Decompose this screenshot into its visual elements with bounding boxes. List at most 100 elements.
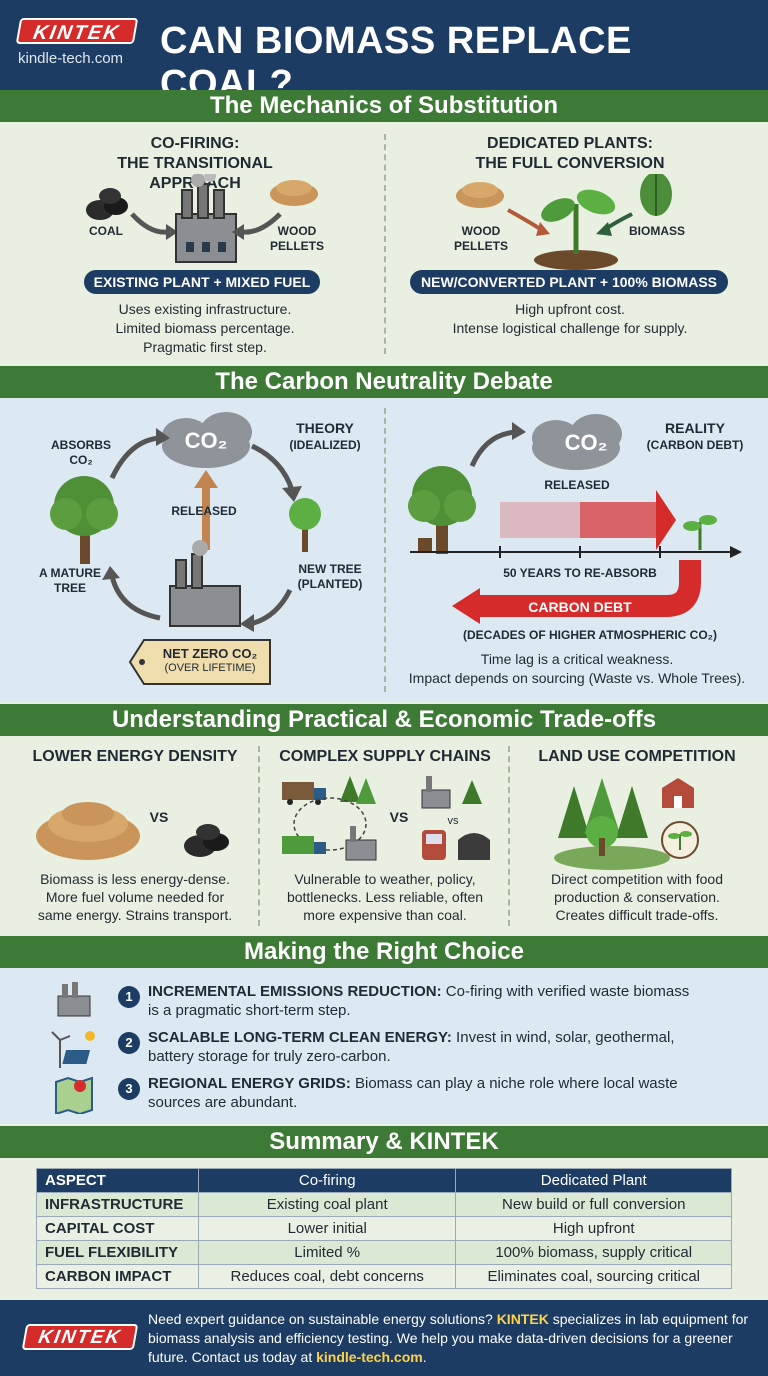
truck-icon — [282, 836, 326, 854]
factory-icon — [421, 776, 451, 809]
label-50-years: 50 YEARS TO RE-ABSORB — [503, 566, 657, 580]
label-wood-pellets: WOOD PELLETS — [269, 224, 324, 253]
section-title-carbon: The Carbon Neutrality Debate — [0, 366, 768, 398]
divider — [508, 746, 510, 926]
dedicated-badge: NEW/CONVERTED PLANT + 100% BIOMASS — [410, 270, 728, 294]
vs-label-small: vs — [447, 815, 459, 827]
wood-pellets-icon — [456, 182, 504, 208]
wood-pellets-icon — [36, 802, 140, 860]
footer-text: Need expert guidance on sustainable ener… — [148, 1311, 749, 1365]
choice-section: 1 INCREMENTAL EMISSIONS REDUCTION: Co-fi… — [0, 968, 768, 1124]
cofiring-badge: EXISTING PLANT + MIXED FUEL — [84, 270, 320, 294]
table-header: Dedicated Plant — [455, 1168, 732, 1193]
tradeoff-desc-energy: Biomass is less energy-dense. More fuel … — [37, 871, 233, 923]
tradeoffs-section: LOWER ENERGY DENSITY VS Biomass is less … — [0, 736, 768, 934]
cofiring-illustration — [86, 174, 318, 263]
vs-label: VS — [389, 809, 409, 825]
section-title-summary: Summary & KINTEK — [0, 1126, 768, 1158]
table-cell: 100% biomass, supply critical — [455, 1240, 732, 1265]
barn-icon — [662, 778, 694, 808]
price-tag-icon — [128, 639, 271, 685]
cut-tree-icon — [408, 466, 476, 554]
choice-text: SCALABLE LONG-TERM CLEAN ENERGY: Invest … — [148, 1029, 675, 1065]
table-header: Co-firing — [197, 1168, 457, 1193]
table-header-row: ASPECT Co-firing Dedicated Plant — [36, 1168, 732, 1193]
footer-link[interactable]: kindle-tech.com — [316, 1349, 423, 1365]
dedicated-illustration — [456, 174, 672, 270]
label-reality: REALITY (CARBON DEBT) — [646, 420, 744, 452]
label-decades: (DECADES OF HIGHER ATMOSPHERIC CO₂) — [462, 628, 717, 642]
label-biomass: BIOMASS — [628, 224, 685, 238]
label-wood-pellets-2: WOOD PELLETS — [453, 224, 508, 253]
table-cell: Existing coal plant — [197, 1192, 457, 1217]
choice-text: REGIONAL ENERGY GRIDS: Biomass can play … — [148, 1075, 678, 1111]
table-row: INFRASTRUCTURE Existing coal plant New b… — [36, 1192, 732, 1217]
factory-icon — [175, 174, 237, 263]
arrow-right-icon — [656, 490, 676, 550]
map-pin-icon — [55, 1076, 93, 1114]
table-row: CARBON IMPACT Reduces coal, debt concern… — [36, 1264, 732, 1289]
table-header: ASPECT — [36, 1168, 199, 1193]
train-icon — [422, 830, 446, 860]
table-cell: High upfront — [455, 1216, 732, 1241]
label-absorbs-co2: ABSORBS CO₂ — [50, 438, 111, 467]
supply-chain-illustration — [282, 776, 490, 861]
divider — [384, 408, 386, 692]
section-title-mechanics: The Mechanics of Substitution — [0, 90, 768, 122]
tradeoff-title-supply: COMPLEX SUPPLY CHAINS — [279, 748, 491, 765]
footer-brand: KINTEK — [496, 1311, 549, 1327]
arrow-icon — [109, 435, 161, 480]
table-row: CAPITAL COST Lower initial High upfront — [36, 1216, 732, 1241]
table-cell: CAPITAL COST — [36, 1216, 199, 1241]
table-row: FUEL FLEXIBILITY Limited % 100% biomass,… — [36, 1240, 732, 1265]
section-title-tradeoffs: Understanding Practical & Economic Trade… — [0, 704, 768, 736]
carbon-section: ABSORBS CO₂ CO₂ THEORY (IDEALIZED) RELEA… — [0, 398, 768, 702]
forest-icon — [340, 776, 376, 804]
tradeoff-title-land: LAND USE COMPETITION — [538, 748, 736, 765]
cofiring-title: CO-FIRING: THE TRANSITIONAL APPROACH — [117, 135, 273, 192]
header-bar: KINTEK kindle-tech.com CAN BIOMASS REPLA… — [0, 0, 768, 105]
step-number: 3 — [118, 1078, 140, 1100]
choice-item: 1 INCREMENTAL EMISSIONS REDUCTION: Co-fi… — [50, 982, 750, 1026]
factory-icon — [169, 540, 241, 627]
kintek-logo[interactable]: KINTEK — [15, 18, 139, 44]
arrow-left-icon — [452, 588, 480, 624]
mine-icon — [458, 833, 490, 860]
land-use-illustration — [554, 778, 699, 870]
cofiring-description: Uses existing infrastructure. Limited bi… — [115, 301, 295, 355]
table-cell: Reduces coal, debt concerns — [197, 1264, 457, 1289]
mature-tree-icon — [50, 476, 118, 564]
factory-icon — [57, 982, 91, 1017]
step-number: 1 — [118, 986, 140, 1008]
factory-icon — [345, 826, 377, 861]
header-url[interactable]: kindle-tech.com — [18, 50, 124, 67]
arrow-icon — [130, 212, 169, 235]
theory-cycle-illustration — [50, 412, 321, 685]
wind-solar-icon — [51, 1031, 95, 1068]
table-cell: Eliminates coal, sourcing critical — [455, 1264, 732, 1289]
divider — [258, 746, 260, 926]
table-cell: New build or full conversion — [455, 1192, 732, 1217]
co2-cloud-icon — [162, 412, 252, 468]
biomass-leaf-icon — [640, 174, 672, 216]
step-number: 2 — [118, 1032, 140, 1054]
label-released-reality: RELEASED — [544, 478, 610, 492]
reality-timeline-illustration — [408, 414, 742, 624]
page-title: CAN BIOMASS REPLACE COAL? — [160, 20, 632, 105]
dedicated-title: DEDICATED PLANTS: THE FULL CONVERSION — [475, 135, 665, 172]
kintek-logo[interactable]: KINTEK — [21, 1324, 139, 1350]
co2-label-reality: CO₂ — [564, 430, 608, 455]
truck-icon — [282, 782, 326, 805]
wood-pellets-icon — [270, 180, 318, 206]
co2-label: CO₂ — [184, 428, 228, 453]
divider — [384, 134, 386, 354]
reality-description: Time lag is a critical weakness. Impact … — [408, 651, 746, 686]
choice-item: 2 SCALABLE LONG-TERM CLEAN ENERGY: Inves… — [50, 1028, 750, 1072]
label-coal: COAL — [89, 224, 123, 238]
dedicated-description: High upfront cost. Intense logistical ch… — [452, 301, 688, 336]
tree-icon — [462, 780, 482, 804]
forest-icon — [558, 778, 648, 856]
net-zero-tag: NET ZERO CO₂ (OVER LIFETIME) — [162, 646, 258, 674]
table-cell: CARBON IMPACT — [36, 1264, 199, 1289]
choice-item: 3 REGIONAL ENERGY GRIDS: Biomass can pla… — [50, 1074, 750, 1118]
